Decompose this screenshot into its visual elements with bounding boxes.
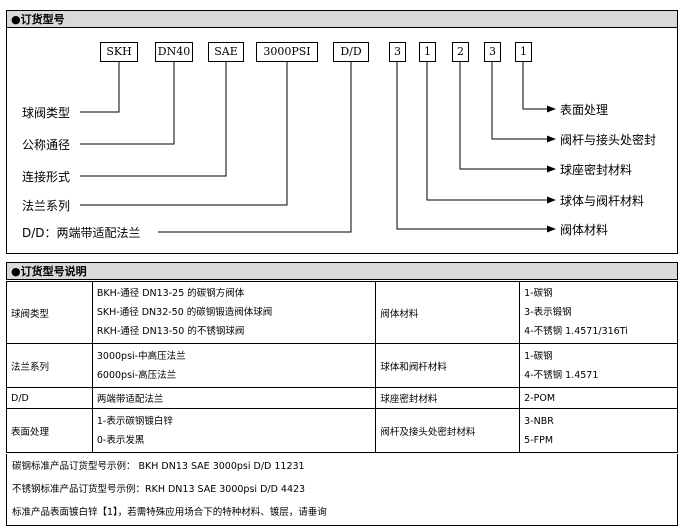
note-surface-plating: 标准产品表面镀白锌【1】，若需特殊应用场合下的特种材料、镀层，请垂询 bbox=[12, 507, 327, 518]
notes-frame bbox=[6, 454, 678, 526]
code-box-connection: SAE bbox=[208, 42, 244, 62]
connector-stem-seal bbox=[491, 62, 548, 140]
connector-flange bbox=[80, 62, 288, 206]
row-desc: 两端带适配法兰 bbox=[91, 387, 377, 409]
code-box-type: SKH bbox=[100, 42, 138, 62]
label-body-material: 阀体材料 bbox=[560, 223, 609, 237]
connector-type bbox=[80, 62, 120, 113]
table-row: D/D 两端带适配法兰 球座密封材料 2-POM bbox=[6, 387, 678, 409]
row-codes: 2-POM bbox=[519, 387, 678, 409]
label-seat-seal-material: 球座密封材料 bbox=[560, 163, 633, 177]
row-name: 表面处理 bbox=[6, 408, 93, 453]
row-param: 球座密封材料 bbox=[375, 387, 521, 409]
arrow-ball-material bbox=[547, 196, 556, 204]
label-stem-joint-seal: 阀杆与接头处密封 bbox=[560, 133, 657, 147]
connector-dn bbox=[80, 62, 175, 145]
row-desc: 3000psi-中高压法兰 6000psi-高压法兰 bbox=[91, 343, 377, 388]
code-box-dd: D/D bbox=[333, 42, 369, 62]
label-nominal-diameter: 公称通径 bbox=[22, 138, 71, 152]
note-stainless-example: 不锈钢标准产品订货型号示例：RKH DN13 SAE 3000psi D/D 4… bbox=[12, 484, 306, 495]
arrow-seat-seal bbox=[547, 165, 556, 173]
code-box-body-material: 3 bbox=[389, 42, 406, 62]
connector-dd bbox=[158, 62, 352, 233]
arrow-body-material bbox=[547, 225, 556, 233]
code-box-stem-seal: 3 bbox=[484, 42, 501, 62]
code-box-surface: 1 bbox=[515, 42, 532, 62]
row-desc: 1-表示碳钢镀白锌 0-表示发黑 bbox=[91, 408, 377, 453]
row-desc: BKH-通径 DN13-25 的碳钢方阀体 SKH-通径 DN32-50 的碳钢… bbox=[91, 281, 377, 344]
row-param: 阀杆及接头处密封材料 bbox=[375, 408, 521, 453]
connector-lines bbox=[80, 62, 556, 233]
code-box-ball-material: 1 bbox=[419, 42, 436, 62]
connector-surface bbox=[522, 62, 548, 110]
connector-connection bbox=[80, 62, 227, 177]
code-box-flange: 3000PSI bbox=[256, 42, 318, 62]
label-connection-form: 连接形式 bbox=[22, 170, 71, 184]
row-codes: 3-NBR 5-FPM bbox=[519, 408, 678, 453]
row-name: 球阀类型 bbox=[6, 281, 93, 344]
order-model-frame bbox=[6, 28, 678, 254]
table-row: 法兰系列 3000psi-中高压法兰 6000psi-高压法兰 球体和阀杆材料 … bbox=[6, 343, 678, 388]
label-dd: D/D：两端带适配法兰 bbox=[22, 226, 141, 240]
connector-ball-material bbox=[426, 62, 548, 201]
connector-seat-seal bbox=[459, 62, 548, 170]
arrow-stem-seal bbox=[547, 135, 556, 143]
row-codes: 1-碳钢 4-不锈钢 1.4571 bbox=[519, 343, 678, 388]
arrow-surface bbox=[547, 105, 556, 113]
model-explanation-header: ●订货型号说明 bbox=[6, 262, 678, 280]
row-param: 球体和阀杆材料 bbox=[375, 343, 521, 388]
row-param: 阀体材料 bbox=[375, 281, 521, 344]
row-name: D/D bbox=[6, 387, 93, 409]
model-explanation-table: 球阀类型 BKH-通径 DN13-25 的碳钢方阀体 SKH-通径 DN32-5… bbox=[6, 281, 678, 453]
connector-body-material bbox=[396, 62, 548, 230]
label-surface-treatment: 表面处理 bbox=[560, 103, 609, 117]
row-name: 法兰系列 bbox=[6, 343, 93, 388]
table-row: 表面处理 1-表示碳钢镀白锌 0-表示发黑 阀杆及接头处密封材料 3-NBR 5… bbox=[6, 408, 678, 453]
label-flange-series: 法兰系列 bbox=[22, 199, 71, 213]
code-box-seat-seal: 2 bbox=[452, 42, 469, 62]
code-box-dn: DN40 bbox=[155, 42, 193, 62]
label-ball-valve-type: 球阀类型 bbox=[22, 106, 71, 120]
order-model-title: ●订货型号 bbox=[11, 13, 65, 26]
note-carbon-steel-example: 碳钢标准产品订货型号示例： BKH DN13 SAE 3000psi D/D 1… bbox=[12, 461, 305, 472]
row-codes: 1-碳钢 3-表示锻钢 4-不锈钢 1.4571/316Ti bbox=[519, 281, 678, 344]
label-ball-stem-material: 球体与阀杆材料 bbox=[560, 194, 645, 208]
model-explanation-title: ●订货型号说明 bbox=[11, 265, 87, 278]
table-row: 球阀类型 BKH-通径 DN13-25 的碳钢方阀体 SKH-通径 DN32-5… bbox=[6, 281, 678, 344]
order-model-header: ●订货型号 bbox=[6, 10, 678, 28]
